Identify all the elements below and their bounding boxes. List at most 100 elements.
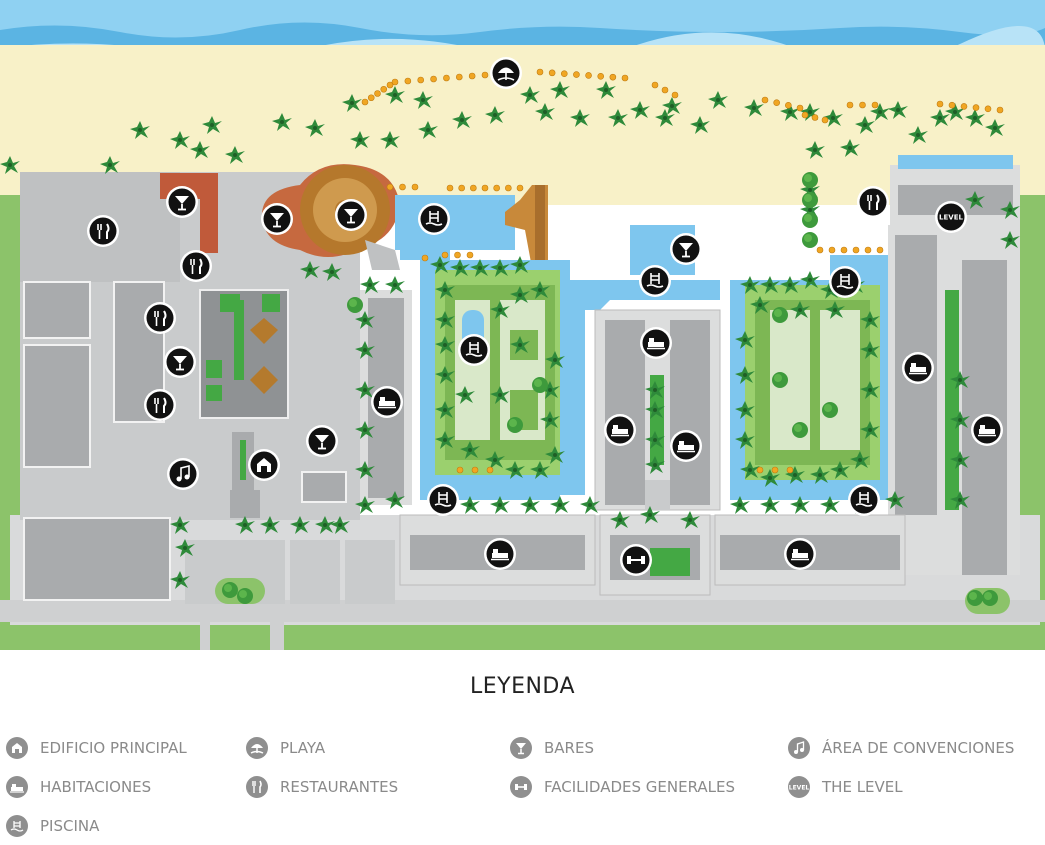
bed-icon[interactable] (640, 327, 672, 359)
sun-lounger (840, 246, 848, 254)
garden-tree (507, 417, 523, 433)
garden-tree (802, 232, 818, 248)
legend-item-level: LEVEL THE LEVEL (788, 775, 903, 799)
legend-title: LEYENDA (469, 674, 576, 699)
sun-lounger (786, 466, 794, 474)
garden-tree (772, 307, 788, 323)
sun-lounger (446, 184, 454, 192)
cocktail-glass-icon[interactable] (164, 346, 196, 378)
sun-lounger (404, 77, 412, 85)
sun-lounger (471, 466, 479, 474)
music-notes-icon (788, 737, 810, 759)
pool-ladder-icon[interactable] (427, 484, 459, 516)
sun-lounger (361, 98, 369, 106)
bed-icon[interactable] (670, 430, 702, 462)
bed-icon[interactable] (971, 414, 1003, 446)
sun-lounger (493, 184, 500, 192)
legend-item-playa: PLAYA (246, 736, 325, 760)
sun-lounger (846, 101, 854, 109)
sun-lounger (801, 111, 809, 119)
legend-label: THE LEVEL (822, 778, 903, 796)
music-notes-icon[interactable] (167, 458, 199, 490)
resort-map: LEVEL (0, 0, 1045, 650)
dumbbell-icon (510, 776, 532, 798)
beach-umbrella-icon[interactable] (490, 57, 522, 89)
legend-label: BARES (544, 739, 594, 757)
garden-tree (967, 590, 983, 606)
pool-ladder-icon[interactable] (848, 484, 880, 516)
garden-tree (802, 172, 818, 188)
legend-item-habitaciones: HABITACIONES (6, 775, 151, 799)
pool-ladder-icon[interactable] (829, 266, 861, 298)
sun-lounger (411, 183, 419, 191)
sun-lounger (864, 246, 872, 254)
sun-lounger (441, 251, 449, 259)
sun-lounger (948, 101, 956, 109)
pool-ladder-icon[interactable] (458, 334, 490, 366)
legend-item-edificio: EDIFICIO PRINCIPAL (6, 736, 187, 760)
legend-item-convenciones: ÁREA DE CONVENCIONES (788, 736, 1014, 760)
sun-lounger (399, 183, 406, 191)
sun-lounger (609, 73, 617, 81)
the-level-icon[interactable]: LEVEL (935, 201, 967, 233)
bed-icon[interactable] (784, 538, 816, 570)
sun-lounger (876, 246, 884, 254)
sun-lounger (481, 71, 489, 79)
sun-lounger (785, 102, 792, 109)
bed-icon[interactable] (371, 386, 403, 418)
sun-lounger (443, 74, 450, 82)
sun-lounger (470, 184, 477, 192)
sun-lounger (455, 73, 463, 81)
lower-room-wings (399, 514, 906, 596)
sun-lounger (972, 104, 980, 111)
garden-tree (237, 588, 253, 604)
dumbbell-icon[interactable] (620, 544, 652, 576)
bed-icon (6, 776, 28, 798)
sun-lounger (852, 246, 860, 254)
sun-lounger (505, 184, 512, 192)
bed-icon[interactable] (902, 352, 934, 384)
cocktail-glass-icon[interactable] (335, 199, 367, 231)
fork-knife-icon[interactable] (144, 389, 176, 421)
house-icon[interactable] (248, 449, 280, 481)
pool-ladder-icon (6, 815, 28, 837)
sun-lounger (936, 100, 944, 108)
garden-tree (802, 192, 818, 208)
left-garden (415, 260, 720, 500)
bed-icon[interactable] (484, 538, 516, 570)
sun-lounger (386, 183, 394, 191)
sun-lounger (621, 74, 629, 82)
garden-tree (532, 377, 548, 393)
fork-knife-icon (246, 776, 268, 798)
legend-label: FACILIDADES GENERALES (544, 778, 736, 796)
legend-item-restaurantes: RESTAURANTES (246, 775, 398, 799)
cocktail-glass-icon[interactable] (306, 425, 338, 457)
sun-lounger (828, 246, 836, 254)
sun-lounger (761, 96, 769, 104)
fork-knife-icon[interactable] (857, 186, 889, 218)
sun-lounger (671, 91, 679, 99)
legend-label: RESTAURANTES (280, 778, 399, 796)
cocktail-glass-icon (510, 737, 532, 759)
cocktail-glass-icon[interactable] (261, 203, 293, 235)
pool-ladder-icon[interactable] (639, 265, 671, 297)
fork-knife-icon[interactable] (180, 250, 212, 282)
legend-label: PISCINA (40, 817, 100, 835)
right-garden (630, 225, 900, 500)
bed-icon[interactable] (604, 414, 636, 446)
fork-knife-icon[interactable] (144, 302, 176, 334)
sun-lounger (367, 94, 375, 102)
sun-lounger (651, 81, 659, 89)
sun-lounger (773, 99, 780, 106)
cocktail-glass-icon[interactable] (670, 233, 702, 265)
garden-tree (802, 212, 818, 228)
sun-lounger (481, 184, 489, 192)
sun-lounger (548, 69, 556, 77)
sun-lounger (560, 70, 568, 78)
sun-lounger (756, 466, 764, 474)
pool-ladder-icon[interactable] (418, 203, 450, 235)
cocktail-glass-icon[interactable] (166, 186, 198, 218)
sun-lounger (996, 106, 1004, 114)
legend-label: ÁREA DE CONVENCIONES (822, 739, 1015, 757)
fork-knife-icon[interactable] (87, 215, 119, 247)
